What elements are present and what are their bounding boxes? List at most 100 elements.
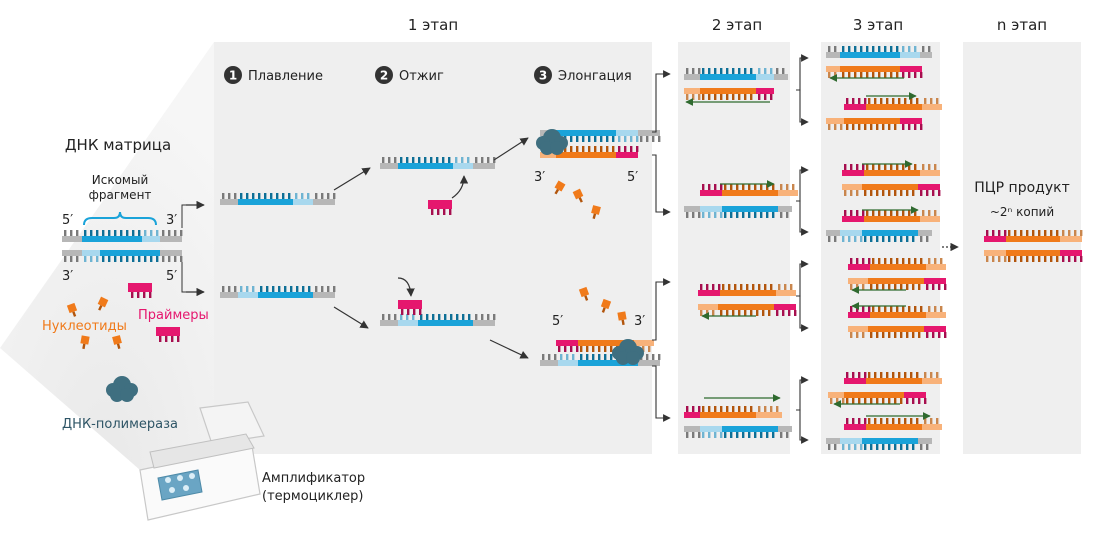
base-tooth [606, 146, 609, 152]
base-tooth [252, 286, 255, 292]
base-tooth [862, 332, 865, 338]
nucleotide-body [66, 302, 78, 314]
stage2-to-stage3-fork-3-top [796, 260, 809, 297]
step-2-number: 2 [380, 69, 388, 83]
base-tooth [868, 258, 871, 264]
base-tooth [828, 444, 831, 450]
base-tooth [756, 310, 759, 316]
base-tooth [896, 306, 899, 312]
base-tooth [333, 193, 336, 199]
base-tooth [382, 314, 385, 320]
strand-segment [900, 66, 922, 72]
base-tooth [986, 256, 989, 262]
base-tooth [876, 236, 879, 242]
strand-segment [844, 104, 866, 110]
strand-segment [720, 290, 776, 296]
base-tooth [934, 306, 937, 312]
base-tooth [936, 418, 939, 424]
base-tooth [736, 184, 739, 190]
base-tooth [720, 310, 723, 316]
base-tooth [906, 444, 909, 450]
base-tooth [726, 94, 729, 100]
base-tooth [870, 236, 873, 242]
strand-segment [848, 264, 870, 270]
base-tooth [754, 212, 757, 218]
base-tooth [264, 193, 267, 199]
base-tooth [564, 346, 567, 352]
base-tooth [712, 284, 715, 290]
base-tooth [858, 372, 861, 378]
base-tooth [892, 418, 895, 424]
stage3-d-template [826, 230, 932, 242]
product-copies: ~2ⁿ копий [990, 205, 1054, 219]
strand-segment [870, 264, 926, 270]
base-tooth [730, 212, 733, 218]
base-tooth [766, 212, 769, 218]
base-tooth [750, 68, 753, 74]
strand-segment [722, 206, 778, 212]
stage3-b-copy-b [826, 118, 923, 130]
base-tooth [720, 68, 723, 74]
base-tooth [228, 286, 231, 292]
base-tooth [702, 432, 705, 438]
base-tooth [890, 210, 893, 216]
base-tooth [876, 284, 879, 290]
base-tooth [938, 332, 941, 338]
base-tooth [914, 210, 917, 216]
diagram-artwork [62, 46, 1083, 521]
strand-segment [922, 104, 942, 110]
base-tooth [902, 72, 905, 78]
strand-segment [918, 230, 932, 236]
strand-segment [1006, 236, 1060, 242]
base-tooth [828, 46, 831, 52]
primer-tooth [407, 309, 410, 315]
base-tooth [606, 136, 609, 142]
strand-segment [638, 360, 660, 366]
base-tooth [906, 332, 909, 338]
base-tooth [908, 46, 911, 52]
nucleotide-body [554, 180, 566, 192]
base-tooth [461, 157, 464, 163]
primer-tooth [165, 336, 168, 342]
base-tooth [918, 398, 921, 404]
nucleotide-icon [97, 296, 109, 311]
strand-segment [556, 340, 578, 346]
base-tooth [740, 284, 743, 290]
base-tooth [624, 146, 627, 152]
nucleotides-label: Нуклеотиды [42, 319, 127, 334]
base-tooth [1074, 230, 1077, 236]
base-tooth [860, 236, 863, 242]
base-tooth [888, 284, 891, 290]
base-tooth [930, 418, 933, 424]
primer-body [428, 200, 452, 209]
base-tooth [686, 406, 689, 412]
base-tooth [726, 406, 729, 412]
base-tooth [908, 210, 911, 216]
step-1-badge [224, 66, 242, 84]
base-tooth [156, 230, 159, 236]
left-top-3-end: 3′ [166, 213, 177, 228]
base-tooth [902, 306, 905, 312]
nucleotide-icon [80, 335, 90, 350]
strand-segment [848, 312, 870, 318]
nucleotide-tail [601, 307, 606, 313]
base-tooth [834, 124, 837, 130]
base-tooth [834, 72, 837, 78]
base-tooth [686, 68, 689, 74]
base-tooth [708, 432, 711, 438]
annealing-to-elongation-bottom-arrow [489, 339, 529, 359]
base-tooth [930, 372, 933, 378]
base-tooth [936, 98, 939, 104]
stage3-g-copy [844, 372, 942, 384]
base-tooth [730, 432, 733, 438]
stage-n-title: n этап [997, 16, 1047, 34]
base-tooth [924, 98, 927, 104]
base-tooth [912, 190, 915, 196]
base-tooth [856, 210, 859, 216]
strand-segment [1006, 250, 1060, 256]
base-tooth [776, 310, 779, 316]
strand-segment [684, 74, 700, 80]
base-tooth [700, 284, 703, 290]
base-tooth [782, 68, 785, 74]
primer-tooth [149, 292, 152, 298]
